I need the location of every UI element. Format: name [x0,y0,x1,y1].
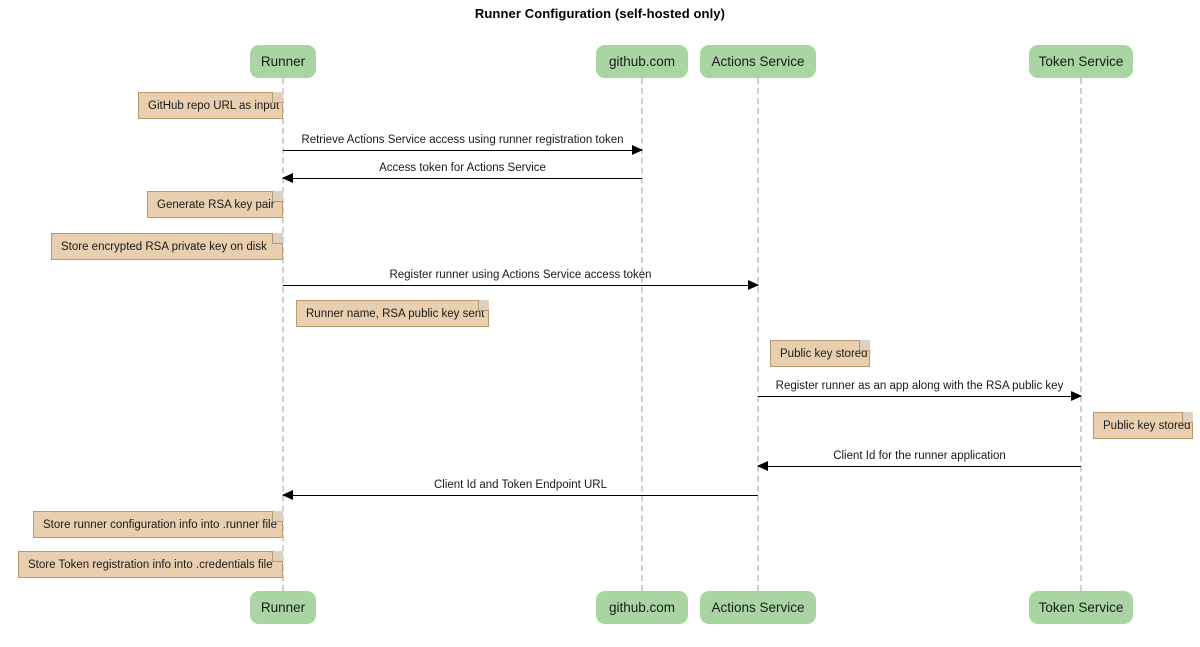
note-fold-corner-icon [272,233,283,244]
note-2[interactable]: Generate RSA key pair [147,191,283,218]
note-fold-corner-icon [478,300,489,311]
note-8[interactable]: Store Token registration info into .cred… [18,551,283,578]
participant-label: Token Service [1038,54,1124,69]
participant-runner-bottom[interactable]: Runner [250,591,316,624]
participant-github-bottom[interactable]: github.com [596,591,688,624]
participant-token-bottom[interactable]: Token Service [1029,591,1133,624]
note-text: Public key stored [780,347,868,360]
arrowhead-icon [282,490,293,500]
note-text: Store runner configuration info into .ru… [43,518,277,531]
note-7[interactable]: Store runner configuration info into .ru… [33,511,283,538]
diagram-title: Runner Configuration (self-hosted only) [474,6,726,21]
participant-token-top[interactable]: Token Service [1029,45,1133,78]
note-text: Runner name, RSA public key sent [306,307,485,320]
participant-actions-top[interactable]: Actions Service [700,45,816,78]
arrowhead-icon [1071,391,1082,401]
lifeline-actions [757,78,759,591]
note-4[interactable]: Runner name, RSA public key sent [296,300,489,327]
participant-label: github.com [608,600,676,615]
note-1[interactable]: GitHub repo URL as input [138,92,283,119]
participant-actions-bottom[interactable]: Actions Service [700,591,816,624]
message-label: Client Id for the runner application [833,450,1006,462]
lifeline-github [641,78,643,591]
arrowhead-icon [748,280,759,290]
participant-github-top[interactable]: github.com [596,45,688,78]
note-fold-corner-icon [272,551,283,562]
participant-label: Actions Service [711,600,805,615]
participant-label: github.com [608,54,676,69]
note-fold-corner-icon [272,92,283,103]
note-text: Store encrypted RSA private key on disk [61,240,267,253]
participant-label: Runner [260,600,306,615]
message-line [283,150,642,151]
participant-label: Runner [260,54,306,69]
message-line [283,178,642,179]
note-fold-corner-icon [1182,412,1193,423]
note-6[interactable]: Public key stored [1093,412,1193,439]
note-3[interactable]: Store encrypted RSA private key on disk [51,233,283,260]
message-label: Register runner using Actions Service ac… [389,269,652,281]
arrowhead-icon [282,173,293,183]
note-text: Public key stored [1103,419,1191,432]
note-fold-corner-icon [272,191,283,202]
arrowhead-icon [757,461,768,471]
note-5[interactable]: Public key stored [770,340,870,367]
message-line [758,466,1081,467]
message-label: Retrieve Actions Service access using ru… [301,134,624,146]
arrowhead-icon [632,145,643,155]
participant-label: Token Service [1038,600,1124,615]
message-label: Client Id and Token Endpoint URL [433,479,608,491]
lifeline-runner [282,78,284,591]
participant-label: Actions Service [711,54,805,69]
message-line [283,285,758,286]
message-line [283,495,758,496]
note-fold-corner-icon [859,340,870,351]
lifeline-token [1080,78,1082,591]
message-label: Register runner as an app along with the… [775,380,1064,392]
message-label: Access token for Actions Service [379,162,546,174]
note-text: Store Token registration info into .cred… [28,558,273,571]
note-text: GitHub repo URL as input [148,99,280,112]
note-fold-corner-icon [272,511,283,522]
message-line [758,396,1081,397]
note-text: Generate RSA key pair [157,198,275,211]
participant-runner-top[interactable]: Runner [250,45,316,78]
